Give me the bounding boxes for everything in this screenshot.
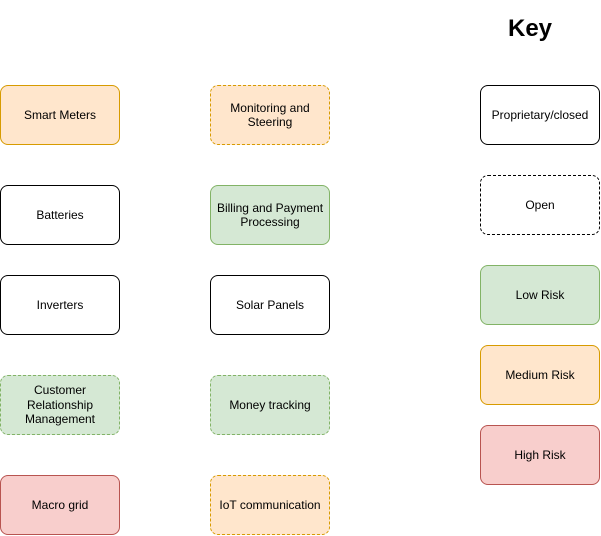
key-high-risk-box: High Risk [480, 425, 600, 485]
key-low-risk-label: Low Risk [515, 287, 565, 302]
key-closed-label: Proprietary/closed [491, 107, 589, 122]
monitoring-steering-box: Monitoring and Steering [210, 85, 330, 145]
smart-meters-label: Smart Meters [23, 107, 96, 122]
key-medium-risk-label: Medium Risk [505, 367, 575, 382]
billing-payment-label: Billing and Payment Processing [216, 200, 324, 230]
key-closed-box: Proprietary/closed [480, 85, 600, 145]
money-tracking-box: Money tracking [210, 375, 330, 435]
iot-communication-box: IoT communication [210, 475, 330, 535]
solar-panels-label: Solar Panels [235, 297, 305, 312]
billing-payment-box: Billing and Payment Processing [210, 185, 330, 245]
iot-communication-label: IoT communication [219, 497, 321, 512]
key-title: Key [507, 15, 553, 42]
key-low-risk-box: Low Risk [480, 265, 600, 325]
crm-box: Customer Relationship Management [0, 375, 120, 435]
key-high-risk-label: High Risk [514, 447, 566, 462]
monitoring-steering-label: Monitoring and Steering [230, 100, 310, 130]
inverters-box: Inverters [0, 275, 120, 335]
crm-label: Customer Relationship Management [24, 383, 96, 427]
inverters-label: Inverters [36, 297, 84, 312]
smart-meters-box: Smart Meters [0, 85, 120, 145]
solar-panels-box: Solar Panels [210, 275, 330, 335]
macro-grid-label: Macro grid [31, 497, 89, 512]
batteries-label: Batteries [36, 207, 84, 222]
key-open-label: Open [525, 197, 555, 212]
key-open-box: Open [480, 175, 600, 235]
batteries-box: Batteries [0, 185, 120, 245]
key-medium-risk-box: Medium Risk [480, 345, 600, 405]
money-tracking-label: Money tracking [229, 397, 311, 412]
macro-grid-box: Macro grid [0, 475, 120, 535]
